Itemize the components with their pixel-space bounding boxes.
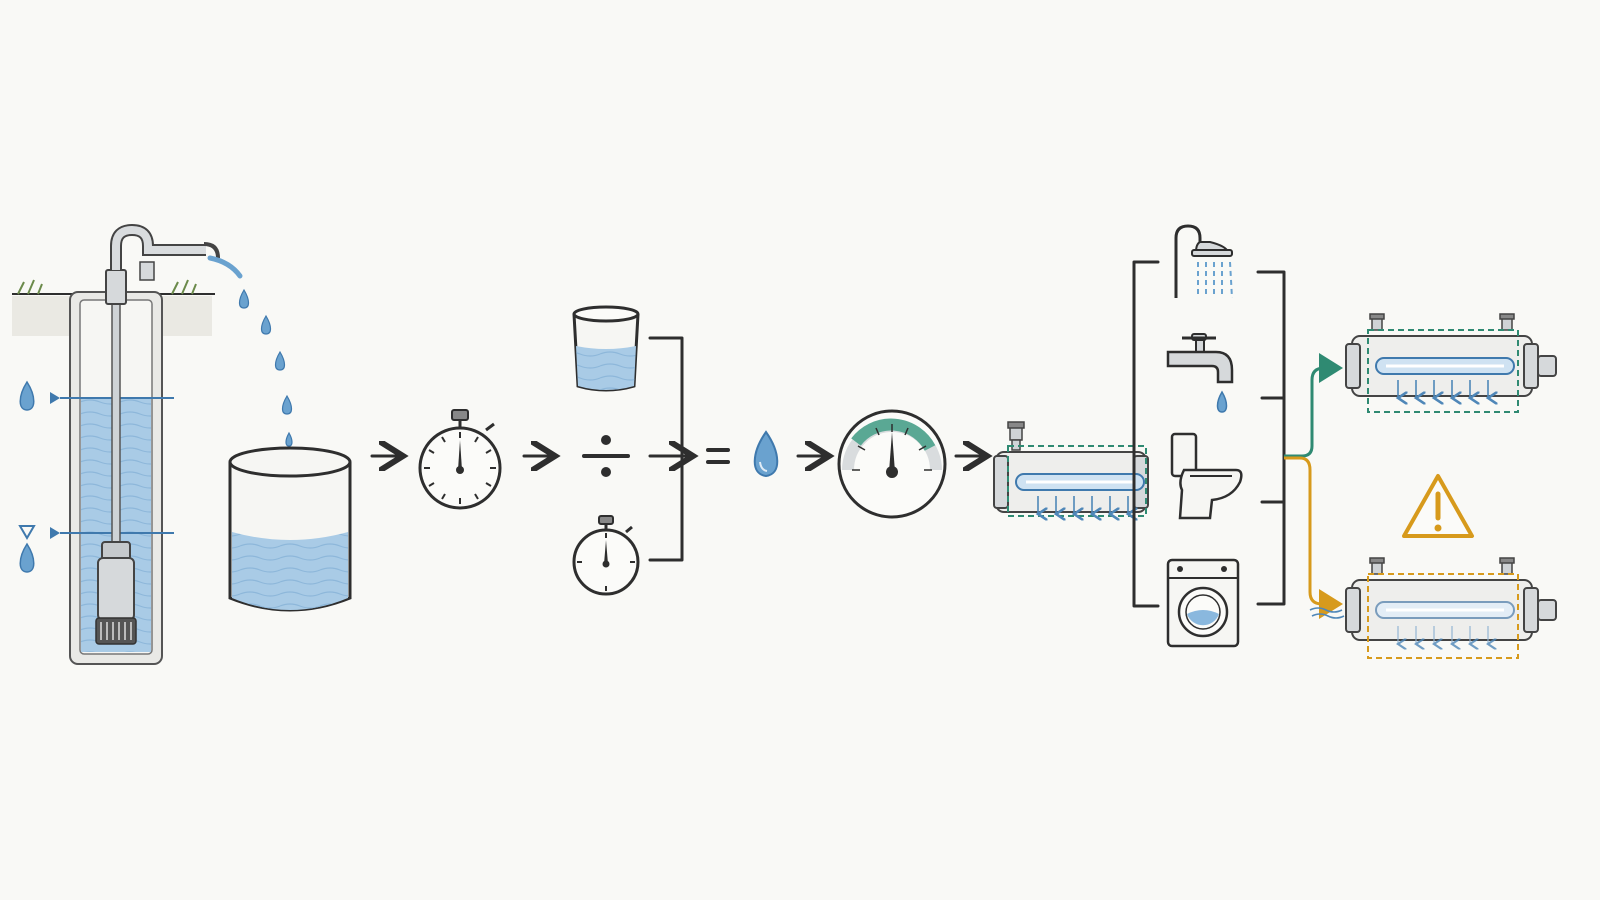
shower-icon (1174, 224, 1233, 299)
washing-machine-icon (1166, 558, 1240, 648)
stopwatch-icon (572, 515, 640, 596)
bucket-icon (228, 446, 352, 612)
formula-bracket (648, 336, 684, 562)
water-drop-icon (753, 430, 779, 478)
ok-flow-path (1284, 353, 1343, 458)
uv-sterilizer-icon (993, 421, 1149, 516)
turbulent-flow-marks (1309, 607, 1345, 619)
warning-icon (1402, 474, 1474, 538)
well-pump-icon (12, 223, 295, 665)
faucet-icon (1166, 333, 1234, 413)
stopwatch-icon (418, 409, 502, 510)
uv-sterilizer-icon (1345, 313, 1557, 413)
measuring-cup-icon (572, 305, 640, 392)
fixtures-bracket-right (1256, 270, 1286, 606)
divide-icon (582, 435, 630, 477)
equals-icon (706, 448, 730, 464)
warning-flow-path (1284, 456, 1343, 619)
toilet-icon (1170, 432, 1243, 520)
fixtures-bracket-left (1132, 260, 1160, 608)
pressure-gauge-icon (837, 409, 947, 519)
uv-sterilizer-icon (1345, 557, 1557, 659)
